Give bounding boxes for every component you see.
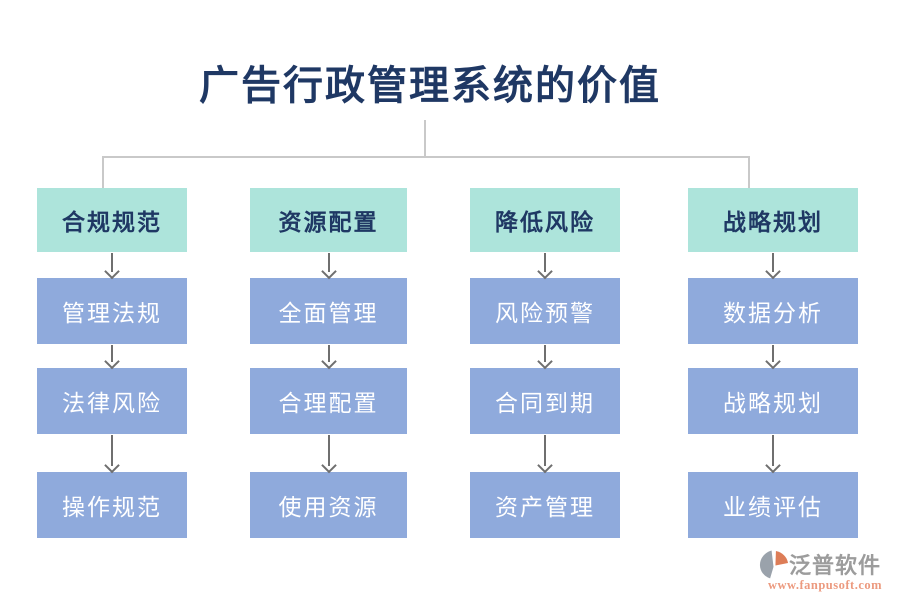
- item-box: 管理法规: [37, 278, 187, 344]
- down-arrow-icon: [250, 344, 407, 368]
- item-box: 操作规范: [37, 472, 187, 538]
- item-box: 战略规划: [688, 368, 858, 434]
- brand-name: 泛普软件: [789, 553, 882, 578]
- item-box: 全面管理: [250, 278, 407, 344]
- down-arrow-icon: [250, 434, 407, 472]
- fanpu-logo-icon: [758, 549, 789, 580]
- column-header: 合规规范: [37, 188, 187, 252]
- item-box: 法律风险: [37, 368, 187, 434]
- connector-drop-left: [102, 156, 104, 188]
- item-box: 合理配置: [250, 368, 407, 434]
- column-resources: 资源配置 全面管理 合理配置 使用资源: [250, 188, 407, 538]
- down-arrow-icon: [470, 344, 620, 368]
- item-box: 资产管理: [470, 472, 620, 538]
- item-box: 风险预警: [470, 278, 620, 344]
- column-header: 资源配置: [250, 188, 407, 252]
- down-arrow-icon: [688, 434, 858, 472]
- item-box: 业绩评估: [688, 472, 858, 538]
- column-header: 战略规划: [688, 188, 858, 252]
- connector-drop-right: [748, 156, 750, 188]
- connector-horizontal: [102, 156, 750, 158]
- down-arrow-icon: [470, 252, 620, 278]
- down-arrow-icon: [470, 434, 620, 472]
- column-risk: 降低风险 风险预警 合同到期 资产管理: [470, 188, 620, 538]
- column-strategy: 战略规划 数据分析 战略规划 业绩评估: [688, 188, 858, 538]
- down-arrow-icon: [688, 344, 858, 368]
- connector-stem: [424, 120, 426, 157]
- down-arrow-icon: [37, 434, 187, 472]
- down-arrow-icon: [37, 252, 187, 278]
- item-box: 合同到期: [470, 368, 620, 434]
- fanpu-watermark: 泛普软件 www.fanpusoft.com: [758, 548, 892, 593]
- item-box: 使用资源: [250, 472, 407, 538]
- column-header: 降低风险: [470, 188, 620, 252]
- item-box: 数据分析: [688, 278, 858, 344]
- column-compliance: 合规规范 管理法规 法律风险 操作规范: [37, 188, 187, 538]
- down-arrow-icon: [688, 252, 858, 278]
- diagram-title: 广告行政管理系统的价值: [199, 63, 661, 108]
- down-arrow-icon: [37, 344, 187, 368]
- down-arrow-icon: [250, 252, 407, 278]
- brand-url: www.fanpusoft.com: [767, 578, 883, 592]
